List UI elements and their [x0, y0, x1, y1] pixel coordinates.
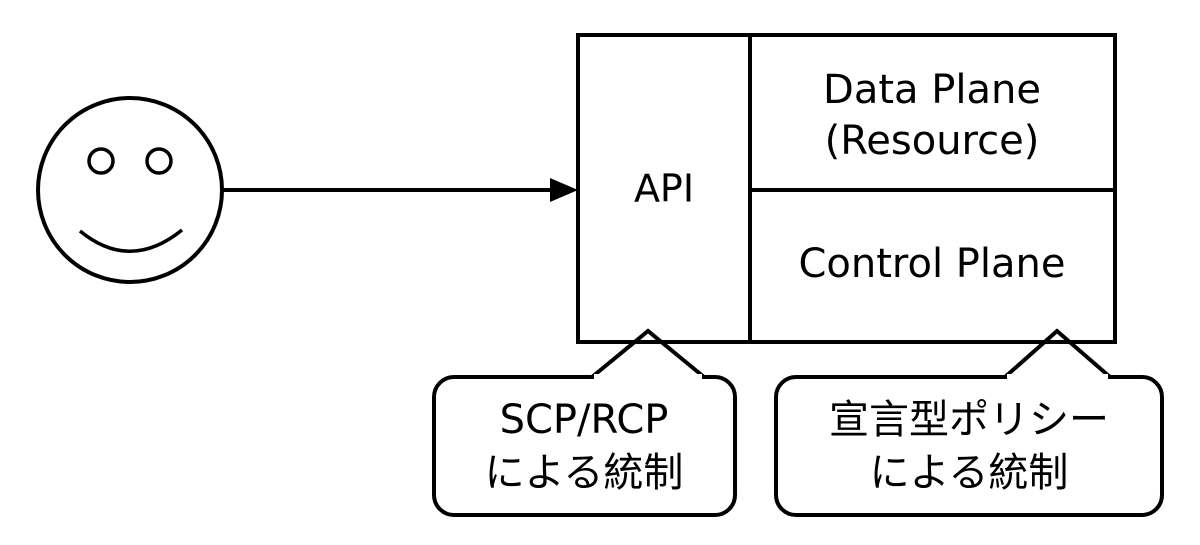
user-smiley-face[interactable] [36, 96, 224, 284]
callout-body-scp-rcp [432, 375, 737, 517]
callout-scp-rcp-line1: SCP/RCP [500, 397, 669, 443]
flow-arrow-user-to-api [222, 178, 578, 202]
face-outline-circle [36, 96, 224, 284]
callout-declarative-policy[interactable]: 宣言型ポリシー による統制 [774, 328, 1164, 517]
callout-tail-declarative-policy [1003, 328, 1112, 379]
smile-mouth-icon [78, 228, 184, 253]
system-box: API Data Plane (Resource) Control Plane [576, 33, 1117, 344]
callout-tail-join-declarative-policy [1007, 374, 1108, 381]
callout-declarative-policy-line1: 宣言型ポリシー [829, 397, 1109, 443]
left-eye-icon [87, 147, 115, 175]
right-eye-icon [145, 147, 173, 175]
callout-tail-scp-rcp [590, 328, 706, 379]
callout-body-declarative-policy [774, 375, 1164, 517]
callout-declarative-policy-line2: による統制 [870, 450, 1069, 496]
callout-scp-rcp[interactable]: SCP/RCP による統制 [432, 328, 737, 517]
control-plane-label: Control Plane [798, 241, 1065, 287]
callout-tail-join-scp-rcp [594, 374, 702, 381]
callout-scp-rcp-line2: による統制 [485, 450, 684, 496]
api-cell-label: API [634, 167, 694, 211]
data-plane-label-line1: Data Plane [823, 67, 1041, 113]
data-plane-label-line2: (Resource) [825, 118, 1040, 164]
arrow-head-icon [550, 178, 578, 202]
